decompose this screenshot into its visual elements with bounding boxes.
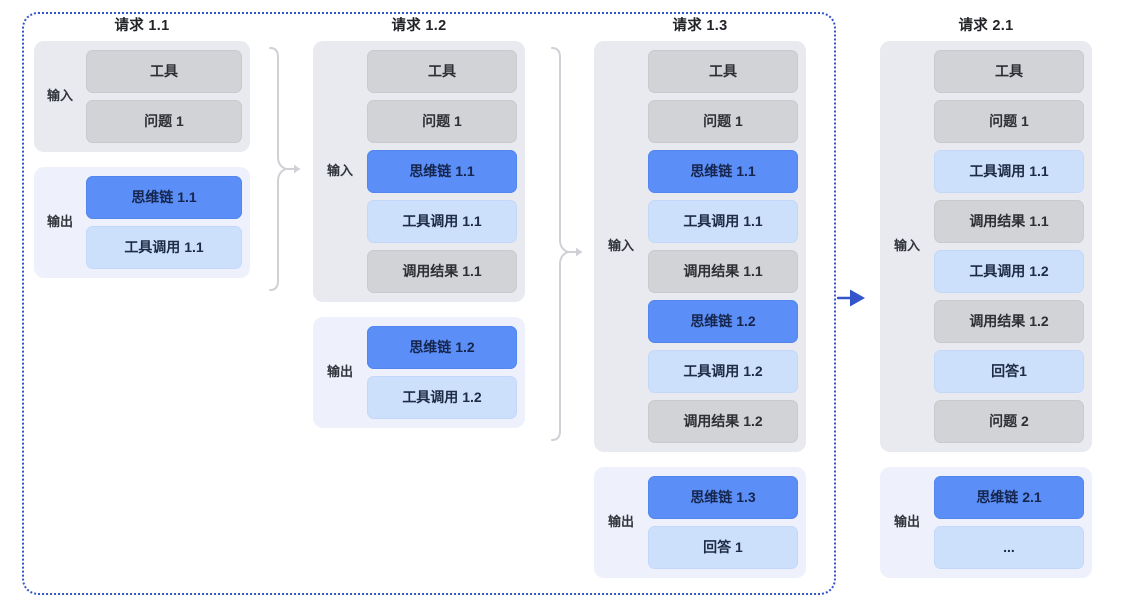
request-column-title: 请求 1.1 [114,18,170,34]
message-chip[interactable]: 问题 1 [934,100,1084,143]
message-chip[interactable]: 思维链 1.1 [648,150,798,193]
panel-rows: 工具问题 1 工具调用 1.1 调用结果 1.1 工具调用 1.2 调用结果 1.2 回答… [934,50,1084,443]
message-chip[interactable]: 工具调用 1.1 [934,150,1084,193]
panel-gap [594,452,806,467]
message-chip[interactable]: 工具 [934,50,1084,93]
message-chip[interactable]: 工具 [648,50,798,93]
panel-label-output: 输出 [607,514,634,530]
message-chip[interactable]: 思维链 1.1 [367,150,517,193]
panel-rows: 思维链 1.3 回答 1 [648,476,798,569]
panel-input: 输入 工具问题 1 思维链 1.1 工具调用 1.1 调用结果 1.1 [313,41,525,302]
message-chip[interactable]: 工具调用 1.2 [367,376,517,419]
message-chip[interactable]: 问题 2 [934,400,1084,443]
panel-output: 输出思维链 1.1 工具调用 1.1 [34,167,250,278]
message-chip[interactable]: 问题 1 [648,100,798,143]
panel-label-output: 输出 [893,514,920,530]
request-column-title: 请求 1.2 [391,18,447,34]
panel-input: 输入工具问题 1 [34,41,250,152]
panel-label-input: 输入 [326,163,353,179]
panel-rows: 思维链 2.1... [934,476,1084,569]
message-chip[interactable]: 工具调用 1.2 [648,350,798,393]
panel-gap [34,152,250,167]
panel-input: 输入 工具问题 1 工具调用 1.1 调用结果 1.1 工具调用 1.2 调用结果 1.2… [880,41,1092,452]
session-boundary-frame [22,12,836,595]
message-chip[interactable]: 工具 [86,50,242,93]
message-chip[interactable]: 调用结果 1.1 [934,200,1084,243]
panel-gap [313,302,525,317]
panel-rows: 工具问题 1 思维链 1.1 工具调用 1.1 调用结果 1.1 思维链 1.2 工具调用… [648,50,798,443]
panel-output: 输出思维链 1.3 回答 1 [594,467,806,578]
request-column-request-1-1: 请求 1.1 输入工具问题 1 输出思维链 1.1 工具调用 1.1 [34,16,250,278]
panel-label-input: 输入 [893,238,920,254]
message-chip[interactable]: 工具调用 1.1 [648,200,798,243]
message-chip[interactable]: 思维链 1.2 [367,326,517,369]
request-column-title: 请求 2.1 [958,18,1014,34]
message-chip[interactable]: 回答 1 [648,526,798,569]
request-column-request-1-2: 请求 1.2 输入 工具问题 1 思维链 1.1 工具调用 1.1 调用结果 1.1 输出思… [313,16,525,428]
message-chip[interactable]: 问题 1 [367,100,517,143]
request-column-title: 请求 1.3 [672,18,728,34]
connector-arrow-session-to-request-2-1 [836,286,870,310]
panel-rows: 工具问题 1 [86,50,242,143]
panel-label-input: 输入 [607,238,634,254]
panel-gap [880,452,1092,467]
message-chip[interactable]: 调用结果 1.2 [648,400,798,443]
message-chip[interactable]: 思维链 1.1 [86,176,242,219]
panel-output: 输出思维链 1.2 工具调用 1.2 [313,317,525,428]
panel-rows: 思维链 1.1 工具调用 1.1 [86,176,242,269]
message-chip[interactable]: 工具 [367,50,517,93]
message-chip[interactable]: 问题 1 [86,100,242,143]
panel-rows: 思维链 1.2 工具调用 1.2 [367,326,517,419]
message-chip[interactable]: 工具调用 1.1 [86,226,242,269]
panel-label-input: 输入 [46,88,73,104]
panel-label-output: 输出 [46,214,73,230]
message-chip[interactable]: 调用结果 1.1 [648,250,798,293]
message-chip[interactable]: 思维链 2.1 [934,476,1084,519]
request-column-request-2-1: 请求 2.1 输入 工具问题 1 工具调用 1.1 调用结果 1.1 工具调用 1.2 调用… [880,16,1092,578]
message-chip[interactable]: 工具调用 1.2 [934,250,1084,293]
panel-output: 输出思维链 2.1... [880,467,1092,578]
panel-rows: 工具问题 1 思维链 1.1 工具调用 1.1 调用结果 1.1 [367,50,517,293]
message-chip[interactable]: 工具调用 1.1 [367,200,517,243]
panel-label-output: 输出 [326,364,353,380]
message-chip[interactable]: 回答1 [934,350,1084,393]
request-column-request-1-3: 请求 1.3 输入 工具问题 1 思维链 1.1 工具调用 1.1 调用结果 1.1 思维链… [594,16,806,578]
message-chip[interactable]: ... [934,526,1084,569]
message-chip[interactable]: 调用结果 1.1 [367,250,517,293]
message-chip[interactable]: 思维链 1.2 [648,300,798,343]
message-chip[interactable]: 调用结果 1.2 [934,300,1084,343]
message-chip[interactable]: 思维链 1.3 [648,476,798,519]
